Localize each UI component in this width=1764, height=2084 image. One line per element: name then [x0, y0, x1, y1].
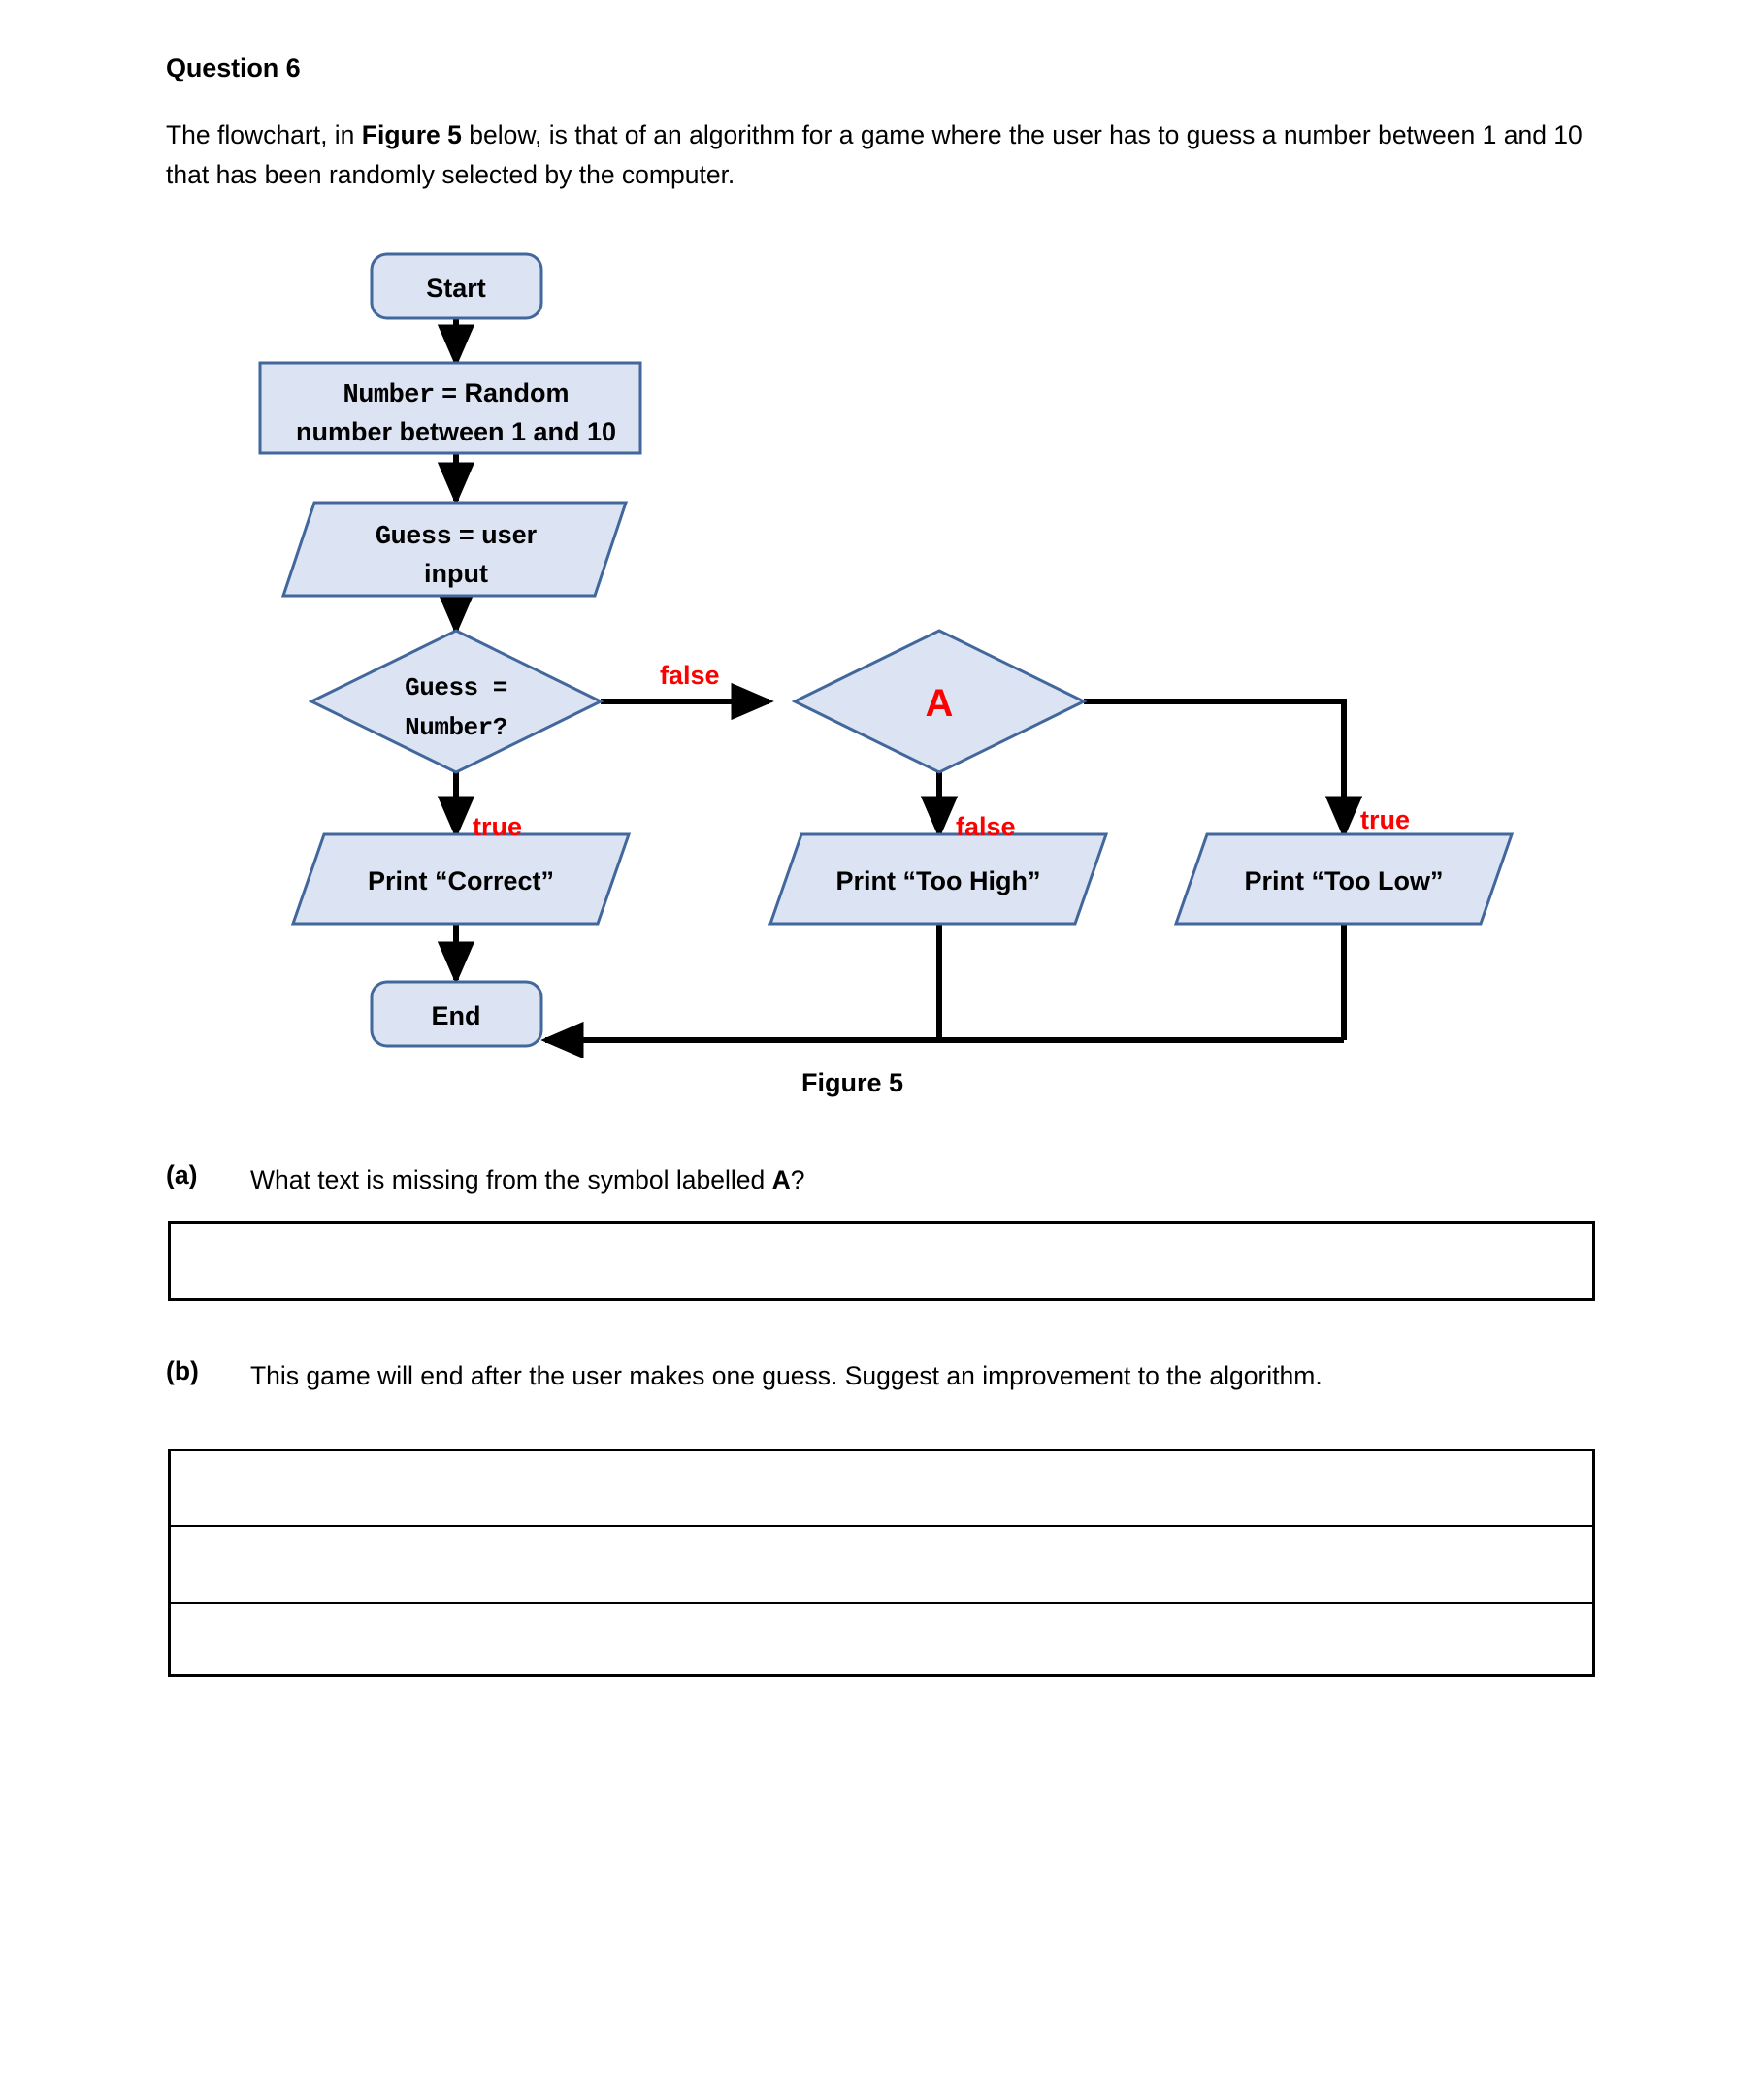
page-title: Question 6: [166, 53, 301, 82]
node-print-too-low-label: Print “Too Low”: [1245, 866, 1444, 895]
node-end[interactable]: End: [370, 980, 543, 1048]
node-end-label: End: [432, 1001, 481, 1030]
node-random-line1: Number = Random: [343, 378, 570, 410]
node-random[interactable]: Number = Random number between 1 and 10: [258, 361, 642, 455]
answer-line[interactable]: [171, 1527, 1592, 1604]
figure-caption: Figure 5: [801, 1068, 904, 1097]
edge-label-a-false: false: [956, 812, 1016, 841]
intro-pre: The flowchart, in: [166, 120, 362, 149]
node-input-line1-rest: = user: [451, 520, 537, 549]
node-decision1-line1: Guess =: [405, 673, 507, 702]
part-a-symbol-ref: A: [771, 1165, 791, 1194]
node-decision-a[interactable]: A: [791, 629, 1088, 774]
part-a-text-post: ?: [790, 1165, 805, 1194]
node-print-too-low[interactable]: Print “Too Low”: [1173, 832, 1515, 926]
node-input-line1-mono: Guess: [376, 523, 452, 552]
node-random-line1-rest: = Random: [435, 378, 570, 407]
intro-post: below, is that of an algorithm for a gam…: [166, 120, 1583, 189]
node-decision-guess-equals-number[interactable]: Guess = Number?: [308, 629, 604, 774]
node-input-line2: input: [424, 559, 488, 588]
part-a-marker: (a): [166, 1160, 198, 1189]
flowchart-figure: Start Number = Random number between 1 a…: [0, 243, 1764, 1077]
node-random-line1-mono: Number: [343, 381, 435, 410]
node-decision-a-label: A: [926, 682, 954, 725]
node-start[interactable]: Start: [370, 252, 543, 320]
node-decision1-line2: Number?: [405, 713, 507, 742]
node-start-label: Start: [426, 274, 486, 303]
part-a-text: What text is missing from the symbol lab…: [250, 1160, 1599, 1200]
node-print-too-high-label: Print “Too High”: [836, 866, 1041, 895]
connector-a-true-to-toolow: [1084, 699, 1363, 839]
edge-label-a-true: true: [1360, 805, 1410, 834]
intro-figure-ref: Figure 5: [361, 120, 462, 149]
node-print-too-high[interactable]: Print “Too High”: [768, 832, 1109, 926]
edge-label-decision1-false: false: [660, 661, 720, 690]
edge-label-decision1-true: true: [473, 812, 522, 841]
answer-line[interactable]: [171, 1451, 1592, 1528]
answer-box-a[interactable]: [168, 1221, 1595, 1301]
node-print-correct[interactable]: Print “Correct”: [290, 832, 632, 926]
part-b-marker: (b): [166, 1356, 199, 1385]
node-print-correct-label: Print “Correct”: [368, 866, 554, 895]
answer-line[interactable]: [171, 1604, 1592, 1679]
part-a-text-pre: What text is missing from the symbol lab…: [250, 1165, 772, 1194]
answer-box-b[interactable]: [168, 1449, 1595, 1677]
node-input-line1: Guess = user: [376, 520, 538, 552]
node-input[interactable]: Guess = user input: [280, 501, 629, 598]
node-random-line2: number between 1 and 10: [296, 417, 616, 446]
question-intro: The flowchart, in Figure 5 below, is tha…: [166, 115, 1592, 195]
connector-group: [437, 316, 1363, 1059]
part-b-text: This game will end after the user makes …: [250, 1361, 1323, 1390]
